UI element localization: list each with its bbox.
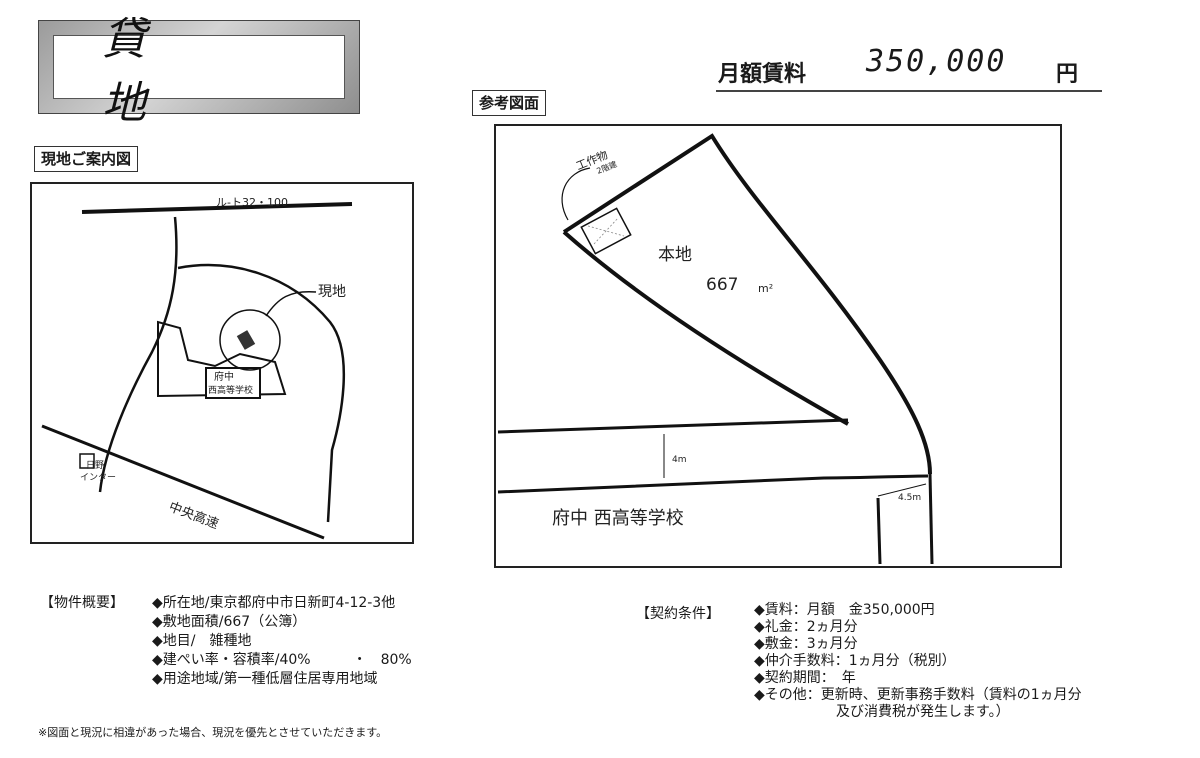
road-south-edge bbox=[497, 474, 929, 494]
workshop-leader bbox=[561, 167, 591, 221]
contract-item-term: ◆契約期間： 年 bbox=[754, 670, 856, 686]
rent-unit: 円 bbox=[1056, 62, 1079, 87]
page-title: 貸 地 bbox=[102, 14, 286, 129]
loop-road bbox=[177, 263, 346, 523]
area-unit: m² bbox=[758, 282, 773, 295]
lot-east-boundary bbox=[562, 133, 932, 475]
contract-item-key-money: ◆礼金：2ヵ月分 bbox=[754, 619, 858, 635]
workshop-diag-2 bbox=[593, 217, 619, 245]
contract-item-brokerage-fee: ◆仲介手数料：1ヵ月分（税別） bbox=[754, 653, 956, 669]
contract-item-other: ◆その他：更新時、更新事務手数料（賃料の1ヵ月分 bbox=[754, 687, 1082, 703]
summary-list: ◆所在地/東京都府中市日新町4-12-3他 ◆敷地面積/667（公簿） ◆地目/… bbox=[152, 594, 412, 689]
rent-underline bbox=[716, 90, 1102, 92]
expressway bbox=[41, 424, 325, 540]
summary-item-land-type: ◆地目/ 雑種地 bbox=[152, 633, 252, 649]
interchange-marker bbox=[79, 453, 95, 469]
side-road-west bbox=[876, 497, 882, 565]
summary-item-zoning: ◆用途地域/第一種低層住居専用地域 bbox=[152, 671, 378, 687]
road-north-edge bbox=[497, 418, 849, 434]
footnote: ※図面と現況に相違があった場合、現況を優先とさせていただきます。 bbox=[38, 726, 388, 739]
side-road-east bbox=[928, 473, 934, 565]
title-frame: 貸 地 bbox=[38, 14, 360, 129]
reference-map-border bbox=[494, 124, 1062, 568]
lot-south-boundary bbox=[562, 230, 849, 426]
top-road bbox=[81, 202, 353, 214]
road-top-label: ル-ト32・100 bbox=[216, 196, 288, 209]
title-inner: 貸 地 bbox=[53, 14, 345, 129]
school-label-2: 西高等学校 bbox=[208, 384, 253, 396]
summary-item-location: ◆所在地/東京都府中市日新町4-12-3他 bbox=[152, 595, 396, 611]
summary-heading: 【物件概要】 bbox=[40, 595, 124, 611]
rent-value: 350,000 bbox=[866, 44, 1007, 79]
road-width-label-2: 4.5m bbox=[898, 493, 921, 503]
location-map-heading: 現地ご案内図 bbox=[34, 146, 139, 172]
interchange-label-2: インター bbox=[80, 472, 116, 483]
side-road-width-arrow bbox=[877, 483, 927, 497]
school-label: 府中 西高等学校 bbox=[552, 508, 684, 529]
summary-item-area: ◆敷地面積/667（公簿） bbox=[152, 614, 307, 630]
site-marker bbox=[236, 330, 256, 350]
contract-list: ◆賃料：月額 金350,000円 ◆礼金：2ヵ月分 ◆敷金：3ヵ月分 ◆仲介手数… bbox=[754, 602, 1082, 721]
contract-item-deposit: ◆敷金：3ヵ月分 bbox=[754, 636, 858, 652]
site-leader bbox=[265, 290, 317, 317]
contract-item-rent: ◆賃料：月額 金350,000円 bbox=[754, 602, 935, 618]
lot-label: 本地 bbox=[658, 245, 692, 265]
contract-item-other-cont: 及び消費税が発生します。） bbox=[836, 704, 1010, 720]
interchange-label-1: 日野 bbox=[86, 460, 104, 471]
rent-label: 月額賃料 bbox=[718, 62, 807, 87]
school-plot bbox=[205, 367, 261, 399]
contract-heading: 【契約条件】 bbox=[636, 606, 720, 622]
summary-item-coverage-ratio: ◆建ぺい率・容積率/40% ・ 80% bbox=[152, 652, 412, 668]
area-value: 667 bbox=[706, 275, 738, 295]
inner-block bbox=[157, 320, 287, 398]
road-width-label-1: 4m bbox=[672, 455, 687, 465]
reference-map-heading: 参考図面 bbox=[472, 90, 547, 116]
location-map: ル-ト32・100 府中 西高等学校 現地 中央高速 日野 インター bbox=[30, 182, 414, 544]
site-circle bbox=[219, 309, 281, 371]
school-label-1: 府中 bbox=[214, 370, 234, 383]
left-road bbox=[98, 216, 178, 493]
site-label: 現地 bbox=[318, 284, 346, 300]
reference-map: 4m 4.5m 工作物 2階建 本地 667 m² 府中 西高等学校 bbox=[494, 124, 1062, 568]
